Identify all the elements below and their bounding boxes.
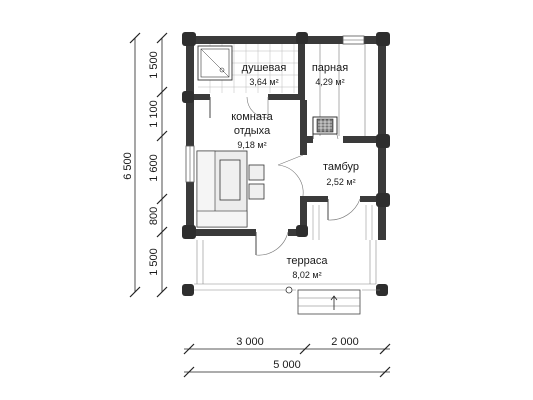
room-steam-name: парная: [312, 62, 348, 74]
room-vestibule-name: тамбур: [323, 161, 359, 173]
shower-tray-icon: [197, 45, 233, 81]
dim-horizontal-total: 5 000: [273, 359, 301, 371]
arrow-up-icon: [330, 295, 338, 301]
armchair-icon: [248, 164, 265, 200]
room-rest-name-line2: отдыха: [234, 125, 271, 137]
vertical-dimensions: 6 500 1 500 1 100 1 600 800 1 500: [122, 32, 168, 298]
terrace-boards: [194, 240, 380, 291]
room-steam-area: 4,29 м²: [315, 77, 344, 87]
dim-vertical-4: 800: [148, 207, 160, 225]
stove-icon: [312, 116, 338, 135]
windows: [185, 35, 365, 183]
dim-horizontal-2: 2 000: [331, 336, 359, 348]
dim-vertical-2: 1 100: [148, 100, 160, 128]
room-shower-name: душевая: [242, 62, 287, 74]
dim-vertical-total: 6 500: [122, 152, 134, 180]
room-labels: душевая 3,64 м² парная 4,29 м² комната о…: [231, 62, 359, 280]
dim-horizontal-1: 3 000: [236, 336, 264, 348]
room-rest-area: 9,18 м²: [237, 140, 266, 150]
entrance-steps: [285, 286, 361, 315]
room-terrace-area: 8,02 м²: [292, 270, 321, 280]
horizontal-dimensions: 3 000 2 000 5 000: [183, 336, 391, 378]
dim-vertical-1: 1 500: [148, 51, 160, 79]
dim-vertical-3: 1 600: [148, 154, 160, 182]
room-terrace-name: терраса: [286, 255, 328, 267]
room-shower-area: 3,64 м²: [249, 77, 278, 87]
log-corners: [182, 32, 390, 296]
post-icon: [285, 286, 293, 294]
table-icon: [219, 159, 241, 201]
room-rest-name-line1: комната: [231, 111, 273, 123]
room-vestibule-area: 2,52 м²: [326, 177, 355, 187]
vestibule-step: [312, 205, 373, 240]
dim-vertical-5: 1 500: [148, 248, 160, 276]
